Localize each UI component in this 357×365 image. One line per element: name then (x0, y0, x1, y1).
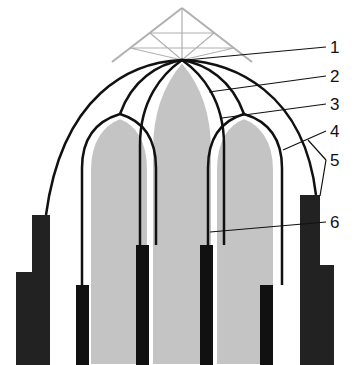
vaults (90, 62, 274, 365)
callout-number: 5 (330, 152, 339, 169)
piers (76, 245, 273, 365)
callout-number: 4 (330, 123, 339, 140)
callout-number: 1 (330, 39, 339, 56)
leader-lines (186, 47, 326, 232)
roof-truss (112, 8, 252, 62)
callout-number: 6 (330, 214, 339, 231)
callout-number: 2 (330, 68, 339, 85)
arches (46, 60, 316, 285)
callout-number: 3 (330, 96, 339, 113)
buttresses (16, 195, 334, 365)
